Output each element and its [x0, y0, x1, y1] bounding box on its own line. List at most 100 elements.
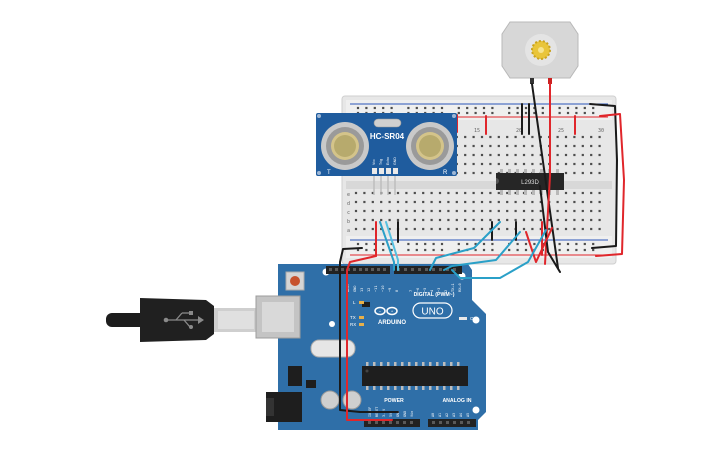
breadboard-hole[interactable] [491, 111, 494, 115]
breadboard-hole[interactable] [598, 162, 601, 166]
breadboard-hole[interactable] [472, 200, 475, 204]
breadboard-hole[interactable] [455, 191, 458, 195]
breadboard-hole[interactable] [388, 209, 391, 213]
breadboard-hole[interactable] [415, 242, 418, 246]
breadboard-hole[interactable] [373, 106, 376, 110]
breadboard-hole[interactable] [539, 218, 542, 222]
breadboard-hole[interactable] [354, 191, 358, 195]
breadboard-hole[interactable] [482, 106, 486, 110]
breadboard-hole[interactable] [354, 200, 358, 204]
breadboard-hole[interactable] [457, 242, 460, 246]
breadboard-hole[interactable] [363, 209, 366, 213]
breadboard-hole[interactable] [489, 200, 492, 204]
breadboard-hole[interactable] [531, 162, 534, 166]
breadboard-hole[interactable] [363, 218, 366, 222]
breadboard-hole[interactable] [405, 191, 408, 195]
breadboard-hole[interactable] [581, 227, 584, 231]
breadboard-hole[interactable] [592, 106, 595, 110]
breadboard-hole[interactable] [531, 227, 534, 231]
breadboard-hole[interactable] [522, 135, 526, 139]
breadboard-hole[interactable] [514, 209, 517, 213]
breadboard-hole[interactable] [590, 162, 593, 166]
breadboard-hole[interactable] [558, 242, 561, 246]
breadboard-hole[interactable] [382, 242, 385, 246]
breadboard-hole[interactable] [564, 162, 568, 166]
breadboard-hole[interactable] [581, 218, 584, 222]
breadboard-hole[interactable] [508, 248, 511, 252]
breadboard-hole[interactable] [566, 111, 570, 115]
breadboard-hole[interactable] [581, 191, 584, 195]
breadboard-hole[interactable] [354, 227, 358, 231]
breadboard-hole[interactable] [575, 242, 578, 246]
breadboard-hole[interactable] [365, 242, 368, 246]
breadboard-hole[interactable] [497, 144, 500, 148]
breadboard-hole[interactable] [474, 242, 477, 246]
breadboard-hole[interactable] [506, 135, 509, 139]
breadboard-hole[interactable] [489, 209, 492, 213]
breadboard-hole[interactable] [558, 111, 561, 115]
breadboard-hole[interactable] [480, 135, 484, 139]
breadboard-hole[interactable] [489, 135, 492, 139]
breadboard-hole[interactable] [489, 218, 492, 222]
breadboard-hole[interactable] [573, 209, 576, 213]
breadboard-hole[interactable] [506, 144, 509, 148]
breadboard-hole[interactable] [590, 144, 593, 148]
breadboard-hole[interactable] [424, 242, 427, 246]
breadboard-hole[interactable] [466, 242, 469, 246]
breadboard-hole[interactable] [440, 248, 444, 252]
breadboard-hole[interactable] [556, 227, 559, 231]
breadboard-hole[interactable] [556, 135, 559, 139]
breadboard-hole[interactable] [573, 144, 576, 148]
breadboard-hole[interactable] [371, 209, 374, 213]
breadboard-hole[interactable] [506, 209, 509, 213]
breadboard-hole[interactable] [556, 209, 559, 213]
breadboard-hole[interactable] [524, 242, 528, 246]
breadboard-hole[interactable] [514, 153, 517, 157]
breadboard-hole[interactable] [491, 106, 494, 110]
breadboard-hole[interactable] [356, 242, 360, 246]
breadboard-hole[interactable] [447, 227, 450, 231]
breadboard-hole[interactable] [564, 135, 568, 139]
breadboard-hole[interactable] [474, 111, 477, 115]
breadboard-hole[interactable] [474, 106, 477, 110]
breadboard-hole[interactable] [464, 218, 467, 222]
breadboard-hole[interactable] [506, 153, 509, 157]
reset-button[interactable] [285, 271, 305, 291]
digital-header-left[interactable] [326, 266, 390, 274]
breadboard-hole[interactable] [489, 191, 492, 195]
breadboard-hole[interactable] [531, 209, 534, 213]
breadboard-hole[interactable] [522, 144, 526, 148]
breadboard-hole[interactable] [533, 111, 536, 115]
breadboard-hole[interactable] [382, 106, 385, 110]
breadboard-hole[interactable] [407, 106, 410, 110]
breadboard-hole[interactable] [506, 227, 509, 231]
breadboard-hole[interactable] [566, 242, 570, 246]
breadboard-hole[interactable] [592, 248, 595, 252]
breadboard-hole[interactable] [472, 227, 475, 231]
breadboard-hole[interactable] [531, 144, 534, 148]
breadboard-hole[interactable] [575, 106, 578, 110]
breadboard-hole[interactable] [390, 106, 393, 110]
breadboard-hole[interactable] [522, 153, 526, 157]
breadboard-hole[interactable] [489, 153, 492, 157]
breadboard-hole[interactable] [590, 135, 593, 139]
breadboard-hole[interactable] [371, 218, 374, 222]
breadboard-hole[interactable] [590, 200, 593, 204]
breadboard-hole[interactable] [480, 209, 484, 213]
breadboard-hole[interactable] [480, 144, 484, 148]
breadboard-hole[interactable] [506, 191, 509, 195]
breadboard-hole[interactable] [363, 200, 366, 204]
breadboard-hole[interactable] [564, 171, 568, 175]
breadboard-hole[interactable] [457, 106, 460, 110]
breadboard-hole[interactable] [581, 200, 584, 204]
breadboard-hole[interactable] [516, 248, 519, 252]
breadboard-hole[interactable] [373, 242, 376, 246]
breadboard-hole[interactable] [464, 162, 467, 166]
breadboard-hole[interactable] [531, 135, 534, 139]
breadboard-hole[interactable] [531, 200, 534, 204]
breadboard-hole[interactable] [455, 218, 458, 222]
breadboard-hole[interactable] [432, 242, 435, 246]
breadboard-hole[interactable] [430, 227, 433, 231]
breadboard-hole[interactable] [472, 191, 475, 195]
breadboard-hole[interactable] [590, 191, 593, 195]
